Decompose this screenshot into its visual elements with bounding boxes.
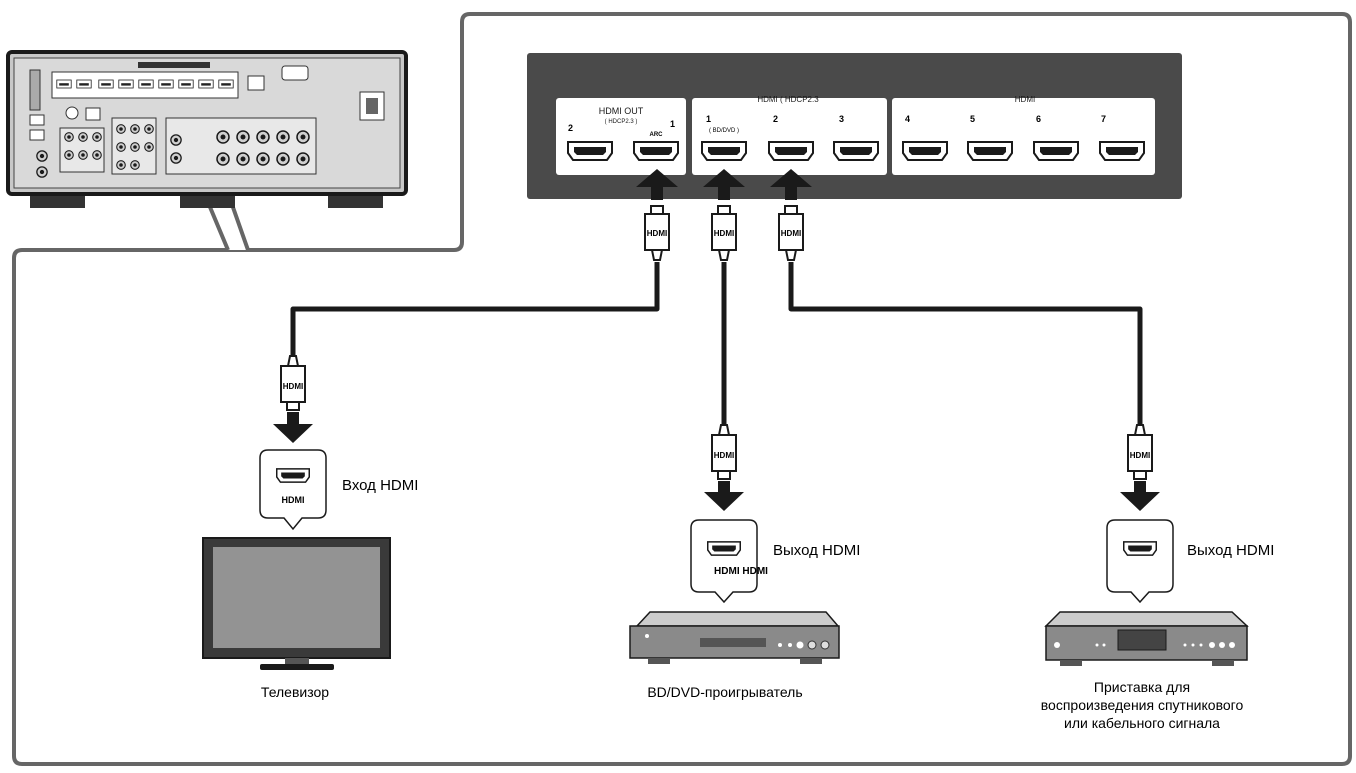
- plug-device-bd: HDMI: [711, 424, 737, 480]
- plug-label: HDMI: [714, 451, 734, 460]
- arc-label: ARC: [650, 132, 664, 138]
- bd-port-bubble: HDMI HDMI: [690, 519, 768, 604]
- hdmi-in-port-3: [833, 141, 879, 161]
- bd-name: BD/DVD-проигрыватель: [647, 684, 802, 700]
- stb-hdmi-port: [1123, 541, 1157, 556]
- cable-stb: [788, 262, 1143, 426]
- tv-illustration: [202, 537, 391, 670]
- bd-port-label: Выход HDMI: [773, 542, 860, 559]
- hdmi-in-port-6-label: 6: [1036, 114, 1041, 124]
- callout-outline: [12, 12, 1352, 766]
- arrow-up-icon: [703, 169, 745, 200]
- plug-device-tv: HDMI: [280, 355, 306, 411]
- hdmi-in-port-7: [1099, 141, 1145, 161]
- stb-name-line-2: воспроизведения спутникового: [1041, 697, 1244, 713]
- plug-label: HDMI: [781, 229, 801, 238]
- plug-receiver-stb: HDMI: [778, 205, 804, 261]
- tv-port-label: Вход HDMI: [342, 477, 418, 494]
- tv-port-caption: HDMI: [282, 495, 305, 505]
- receiver-thumbnail: [6, 50, 408, 208]
- tv-port-bubble: HDMI: [259, 449, 327, 531]
- hdmi-out-title: HDMI OUT: [599, 106, 644, 116]
- hdmi-in-b-title: HDMI: [1015, 95, 1035, 104]
- plug-device-stb: HDMI: [1127, 424, 1153, 480]
- hdmi-out-subtitle: ( HDCP2.3 ): [605, 119, 638, 125]
- arrow-down-icon: [1120, 481, 1160, 511]
- hdmi-in-port-7-label: 7: [1101, 114, 1106, 124]
- hdmi-out-port-2-label: 2: [568, 123, 573, 133]
- plug-label: HDMI: [647, 229, 667, 238]
- arrows-up: [636, 169, 812, 200]
- plug-label: HDMI: [283, 382, 303, 391]
- bd-player-illustration: [629, 611, 840, 664]
- hdmi-in-port-1: [701, 141, 747, 161]
- stb-name-line-3: или кабельного сигнала: [1064, 715, 1220, 731]
- arrow-up-icon: [770, 169, 812, 200]
- hdmi-in-port-4-label: 4: [905, 114, 910, 124]
- receiver-hdmi-panel: HDMI OUT ( HDCP2.3 ) 2 1 ARC HDMI ( HDCP…: [527, 53, 1182, 199]
- plug-label: HDMI: [714, 229, 734, 238]
- arrows-down: [273, 412, 1160, 511]
- hdmi-in-title: HDMI ( HDCP2.3: [757, 95, 819, 104]
- plug-receiver-tv: HDMI: [644, 205, 670, 261]
- arrow-up-icon: [636, 169, 678, 200]
- hdmi-in-port-3-label: 3: [839, 114, 844, 124]
- hdmi-in-port-1-label: 1: [706, 114, 711, 124]
- bd-hdmi-port: [707, 541, 741, 556]
- hdmi-out-port-1-label: 1: [670, 119, 675, 129]
- hdmi-in-port-2-label: 2: [773, 114, 778, 124]
- plug-label: HDMI: [1130, 451, 1150, 460]
- cables: [290, 262, 1143, 426]
- hdmi-in-port-1-sub: ( BD/DVD ): [709, 128, 739, 134]
- hdmi-in-port-6: [1033, 141, 1079, 161]
- tv-hdmi-port: [276, 468, 310, 483]
- hdmi-in-port-5-label: 5: [970, 114, 975, 124]
- arrow-down-icon: [273, 412, 313, 443]
- tv-name: Телевизор: [261, 684, 329, 700]
- stb-port-bubble: [1106, 519, 1174, 604]
- plug-receiver-bd: HDMI: [711, 205, 737, 261]
- stb-illustration: [1044, 611, 1249, 666]
- hdmi-in-port-5: [967, 141, 1013, 161]
- stb-name-line-1: Приставка для: [1094, 679, 1190, 695]
- arrow-down-icon: [704, 481, 744, 511]
- hdmi-out-port-2: [567, 141, 613, 161]
- stb-port-label: Выход HDMI: [1187, 542, 1274, 559]
- bd-port-caption: HDMI HDMI: [714, 566, 768, 577]
- hdmi-in-port-2: [768, 141, 814, 161]
- hdmi-out-port-1: [633, 141, 679, 161]
- hdmi-in-port-4: [902, 141, 948, 161]
- cable-tv: [290, 262, 660, 357]
